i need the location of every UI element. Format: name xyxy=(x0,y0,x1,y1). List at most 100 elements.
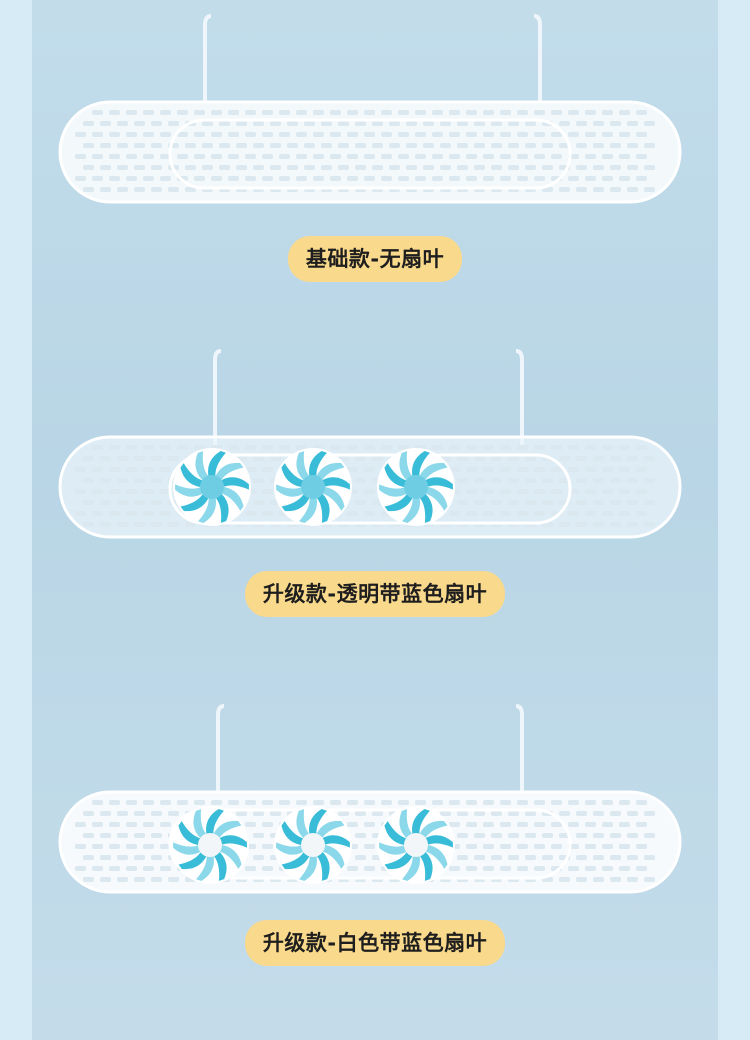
vent-slot xyxy=(83,143,94,148)
vent-slot xyxy=(228,154,239,159)
vent-slot xyxy=(500,822,511,827)
vent-slot xyxy=(75,489,86,494)
vent-slot xyxy=(151,165,162,170)
vent-slot xyxy=(508,855,519,860)
vent-slot xyxy=(143,866,154,871)
vent-slot xyxy=(355,121,366,126)
vent-slot xyxy=(398,132,409,137)
vent-slot xyxy=(483,511,494,516)
vent-slot xyxy=(585,511,596,516)
vent-slot xyxy=(372,143,383,148)
vent-slot xyxy=(151,500,162,505)
vent-slot xyxy=(168,121,179,126)
vent-slot xyxy=(355,456,366,461)
vent-slot xyxy=(619,844,630,849)
vent-slot xyxy=(483,132,494,137)
vent-slot xyxy=(245,445,256,450)
vent-slot xyxy=(644,811,655,816)
vent-slot xyxy=(559,187,570,192)
vent-slot xyxy=(355,500,366,505)
fan-blade xyxy=(317,852,330,881)
hook-left xyxy=(216,704,225,800)
vent-slot xyxy=(466,154,477,159)
vent-slot xyxy=(559,877,570,882)
vent-slot xyxy=(593,478,604,483)
fan-blade xyxy=(402,856,420,881)
vent-slot xyxy=(610,855,621,860)
vent-slot xyxy=(449,822,460,827)
vent-slot xyxy=(270,165,281,170)
vent-slot xyxy=(100,121,111,126)
fan-blade xyxy=(384,821,407,845)
vent-slot xyxy=(423,165,434,170)
vent-slot xyxy=(627,456,638,461)
vent-slot xyxy=(117,478,128,483)
vent-slot xyxy=(432,154,443,159)
vent-slot xyxy=(602,800,613,805)
fan-blade xyxy=(399,451,412,480)
vent-slot xyxy=(500,467,511,472)
background-right-strip xyxy=(718,0,750,1040)
vent-slot xyxy=(321,121,332,126)
product-label-basic: 基础款-无扇叶 xyxy=(287,236,463,282)
vent-slot xyxy=(525,500,536,505)
vent-slot xyxy=(381,154,392,159)
vent-slot xyxy=(627,478,638,483)
vent-slot xyxy=(576,165,587,170)
vent-slot xyxy=(134,165,145,170)
fan-blade xyxy=(384,494,413,512)
vent-slot xyxy=(92,445,103,450)
vent-slot xyxy=(491,121,502,126)
vent-slot xyxy=(117,855,128,860)
vent-slot xyxy=(202,143,213,148)
vent-slot xyxy=(406,165,417,170)
vent-slot xyxy=(585,132,596,137)
vent-slot xyxy=(500,445,511,450)
vent-slot xyxy=(126,844,137,849)
vent-slot xyxy=(296,110,307,115)
vent-slot xyxy=(151,187,162,192)
vent-slot xyxy=(100,143,111,148)
vent-slot xyxy=(160,800,171,805)
vent-slot xyxy=(483,445,494,450)
vent-slot xyxy=(457,811,468,816)
vent-slot xyxy=(92,110,103,115)
vent-slot xyxy=(644,855,655,860)
vent-slot xyxy=(338,121,349,126)
vent-slot xyxy=(75,822,86,827)
vent-slot xyxy=(151,121,162,126)
fan-blade xyxy=(419,820,448,838)
vent-slot xyxy=(185,522,196,527)
vent-slot xyxy=(185,143,196,148)
vent-slot xyxy=(500,176,511,181)
vent-slot xyxy=(602,467,613,472)
vent-slot xyxy=(313,110,324,115)
vent-slot xyxy=(151,811,162,816)
vent-slot xyxy=(330,154,341,159)
vent-slot xyxy=(134,121,145,126)
hook-left xyxy=(213,349,222,445)
vent-slot xyxy=(355,165,366,170)
vent-slot xyxy=(262,511,273,516)
vent-slot xyxy=(134,522,145,527)
vent-slot xyxy=(474,833,485,838)
fan-blade xyxy=(316,820,345,838)
fan-1-icon xyxy=(171,806,249,884)
vent-slot xyxy=(619,489,630,494)
background-left-strip xyxy=(0,0,32,1040)
vent-slot xyxy=(92,489,103,494)
vent-slot xyxy=(619,110,630,115)
vent-slot xyxy=(211,154,222,159)
vent-slot xyxy=(610,811,621,816)
vent-slot xyxy=(143,132,154,137)
fan-blade xyxy=(309,451,327,476)
vent-slot xyxy=(253,165,264,170)
vent-slot xyxy=(576,855,587,860)
vent-slot xyxy=(406,121,417,126)
vent-slot xyxy=(398,800,409,805)
fan-blade xyxy=(208,451,226,476)
vent-slot xyxy=(483,489,494,494)
vent-slot xyxy=(568,467,579,472)
vent-slot xyxy=(568,132,579,137)
vent-slot xyxy=(270,143,281,148)
